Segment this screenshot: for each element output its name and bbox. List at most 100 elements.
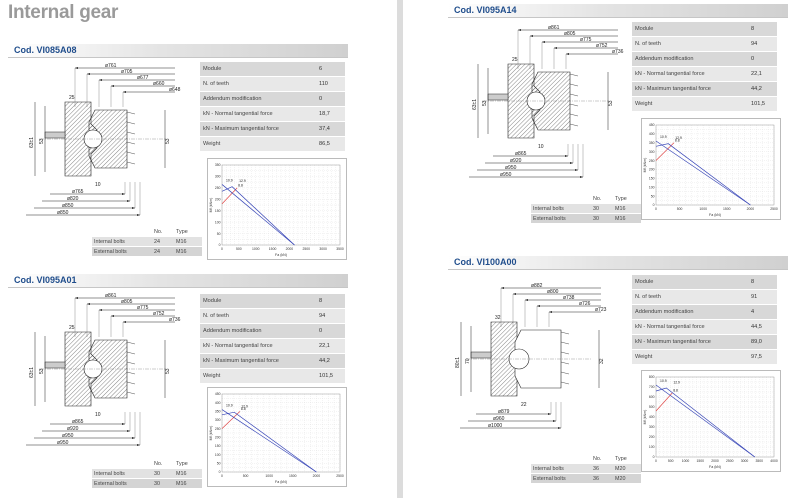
series-label: 12.9 — [675, 136, 682, 140]
bolt — [487, 93, 509, 101]
bolt-count: 36 — [593, 465, 599, 472]
dim-arrow — [132, 437, 135, 439]
bolt-label: External bolts — [533, 475, 566, 482]
spec-label: kN - Maximum tangential force — [635, 339, 711, 345]
spec-label: N. of teeth — [635, 41, 661, 47]
series-line-10-9 — [221, 184, 295, 246]
x-tick-label: 3000 — [741, 459, 749, 463]
series-line-10-9 — [221, 409, 317, 473]
series-line-8-8 — [221, 187, 238, 205]
dim-arrow — [111, 315, 114, 317]
dimension-label: ø861 — [548, 25, 560, 31]
dimension-label: ø850 — [57, 210, 69, 216]
dim-arrow — [132, 207, 135, 209]
dim-arrow — [542, 41, 545, 43]
spec-value: 86,5 — [319, 141, 330, 147]
y-tick-label: 250 — [649, 159, 655, 163]
dim-arrow — [580, 176, 583, 178]
header-type: Type — [176, 228, 188, 235]
bolt-count: 30 — [593, 205, 599, 212]
product-code: Cod. VI100A00 — [454, 257, 517, 267]
series-label: 12.9 — [241, 405, 248, 409]
series-label: 8.8 — [673, 389, 678, 393]
y-tick-label: 50 — [217, 462, 221, 466]
series-label: 8.8 — [241, 407, 246, 411]
spec-value: 89,0 — [751, 339, 762, 345]
dimension-label: ø865 — [72, 419, 84, 425]
dimension-label: ø882 — [531, 283, 543, 289]
dim-arrow — [127, 430, 130, 432]
dim-arrow — [137, 444, 140, 446]
dimension-label: ø736 — [612, 49, 624, 55]
y-tick-label: 300 — [649, 150, 655, 154]
x-tick-label: 2000 — [747, 207, 755, 211]
x-tick-label: 1500 — [723, 207, 731, 211]
dimension-label: ø752 — [596, 43, 608, 49]
spec-label: Module — [635, 279, 654, 285]
spec-label: Addendum modification — [635, 56, 694, 62]
dimension-label: ø879 — [498, 409, 510, 415]
bolt-count: 36 — [593, 475, 599, 482]
spec-value: 0 — [751, 56, 755, 62]
dimension-label: 53 — [165, 138, 171, 144]
series-line-12-9 — [655, 143, 751, 206]
dim-arrow — [122, 193, 125, 195]
dimension-label: ø738 — [563, 295, 575, 301]
x-axis-label: Fa (kN) — [275, 253, 287, 257]
x-tick-label: 0 — [655, 207, 657, 211]
spec-label: N. of teeth — [203, 81, 229, 87]
dim-arrow — [549, 311, 552, 313]
series-label: 10.9 — [660, 379, 667, 383]
bolt-label: Internal bolts — [94, 238, 125, 245]
dimension-label: ø800 — [547, 289, 559, 295]
y-tick-label: 800 — [649, 375, 655, 379]
bolts-header: No.Type — [92, 459, 202, 468]
dim-arrow — [111, 85, 114, 87]
spec-value: 6 — [319, 66, 323, 72]
bolt-count: 30 — [154, 480, 160, 487]
series-label: 10.9 — [226, 178, 233, 182]
dim-arrow — [501, 287, 504, 289]
dimension-label: 25 — [69, 95, 75, 101]
x-tick-label: 0 — [655, 459, 657, 463]
dimension-label: ø660 — [153, 81, 165, 87]
spec-value: 94 — [319, 313, 326, 319]
bolt-count: 30 — [154, 470, 160, 477]
spec-value: 37,4 — [319, 126, 330, 132]
spec-value: 44,2 — [319, 358, 330, 364]
y-tick-label: 150 — [215, 209, 221, 213]
spec-label: Weight — [635, 101, 653, 107]
x-tick-label: 1500 — [289, 474, 297, 478]
spec-value: 101,5 — [751, 101, 765, 107]
dim-arrow — [122, 423, 125, 425]
spec-label: Weight — [203, 141, 221, 147]
dimension-label: 63±1 — [29, 367, 35, 378]
spec-label: Addendum modification — [203, 328, 262, 334]
dim-arrow — [548, 413, 551, 415]
series-line-8-8 — [655, 392, 673, 412]
header-type: Type — [615, 455, 627, 462]
bolt-label: Internal bolts — [533, 205, 564, 212]
spec-label: Weight — [635, 354, 653, 360]
dimension-label: ø705 — [121, 69, 133, 75]
dimension-label: 53 — [608, 100, 614, 106]
x-tick-label: 2500 — [303, 247, 311, 251]
dimension-label: ø752 — [153, 311, 165, 317]
series-label: 12.9 — [239, 179, 246, 183]
drawing-1: ø861ø805ø775ø752ø736ø865ø920ø950ø9502563… — [26, 293, 181, 446]
